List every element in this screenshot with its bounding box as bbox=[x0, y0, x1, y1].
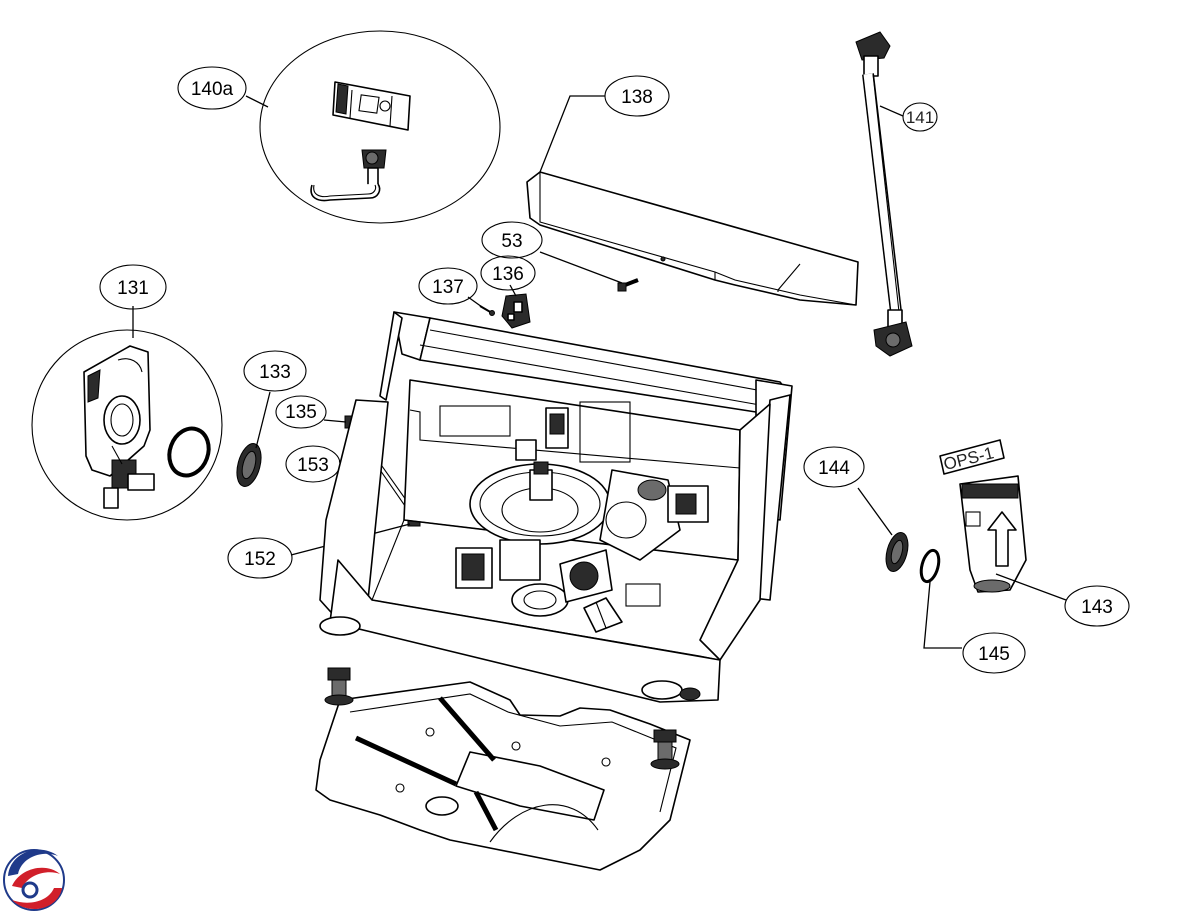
callout-138: 138 bbox=[604, 75, 670, 117]
part-sump-cover bbox=[83, 345, 151, 477]
callout-131-label: 131 bbox=[117, 278, 149, 299]
callout-135: 135 bbox=[275, 395, 327, 429]
detail-140a bbox=[259, 30, 501, 224]
callout-141: 141 bbox=[902, 102, 938, 132]
part-impeller bbox=[583, 583, 661, 633]
callout-133: 133 bbox=[243, 350, 307, 392]
callout-53: 53 bbox=[481, 221, 543, 259]
part-seal-ring-131 bbox=[167, 426, 211, 478]
part-circulation-pump bbox=[599, 469, 709, 561]
part-bracket-plate bbox=[332, 81, 411, 131]
part-adjustable-foot-right bbox=[650, 729, 680, 770]
part-143-air-break: OPS-1 bbox=[939, 439, 1027, 593]
callout-152: 152 bbox=[227, 537, 293, 579]
callout-137: 137 bbox=[418, 267, 478, 305]
callout-144-label: 144 bbox=[818, 458, 850, 479]
part-adjustable-foot-left bbox=[324, 667, 354, 706]
part-small-valve bbox=[361, 149, 387, 187]
part-drain-pump bbox=[455, 547, 613, 603]
callout-144: 144 bbox=[803, 446, 865, 488]
part-sump-valve bbox=[103, 445, 155, 509]
callout-138-label: 138 bbox=[621, 87, 653, 108]
callout-136: 136 bbox=[480, 255, 536, 291]
callout-140a: 140a bbox=[177, 66, 247, 110]
callout-145-label: 145 bbox=[978, 644, 1010, 665]
part-heater-valve bbox=[515, 407, 569, 461]
part-base-plate bbox=[315, 681, 691, 871]
ops-tag bbox=[939, 439, 1005, 475]
callout-140a-label: 140a bbox=[191, 79, 234, 100]
callout-143-label: 143 bbox=[1081, 597, 1113, 618]
callout-145: 145 bbox=[962, 632, 1026, 674]
part-144-filter bbox=[885, 532, 909, 572]
callout-141-label: 141 bbox=[906, 108, 934, 127]
part-141-supply-hose bbox=[855, 31, 913, 357]
part-145-seal-ring bbox=[919, 548, 941, 584]
callout-135-label: 135 bbox=[285, 402, 317, 423]
brand-swirl-logo bbox=[3, 849, 65, 911]
detail-131 bbox=[31, 329, 223, 521]
part-53-screw bbox=[617, 278, 639, 292]
part-138-cover-bar bbox=[526, 171, 859, 306]
callout-137-label: 137 bbox=[432, 277, 464, 298]
part-133-disc bbox=[236, 443, 262, 487]
callout-133-label: 133 bbox=[259, 362, 291, 383]
callout-53-label: 53 bbox=[501, 231, 522, 252]
part-137-screw bbox=[479, 305, 495, 316]
ops-tag-label: OPS-1 bbox=[942, 443, 996, 474]
callout-143: 143 bbox=[1064, 585, 1130, 627]
part-hose-140a bbox=[310, 183, 381, 202]
part-136-clip bbox=[501, 293, 531, 329]
callout-131: 131 bbox=[99, 264, 167, 310]
callout-153: 153 bbox=[285, 445, 341, 483]
callout-136-label: 136 bbox=[492, 264, 524, 285]
callout-153-label: 153 bbox=[297, 455, 329, 476]
callout-152-label: 152 bbox=[244, 549, 276, 570]
